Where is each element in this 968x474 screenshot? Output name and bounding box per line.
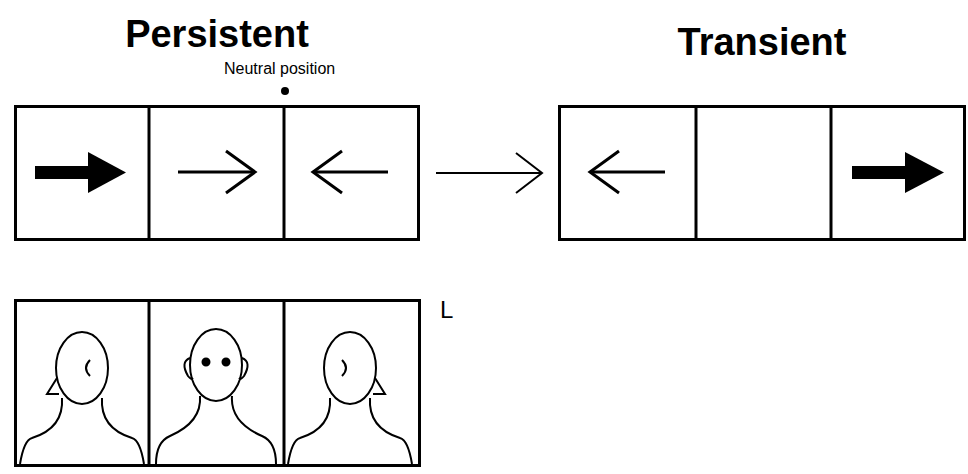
head-strip xyxy=(16,301,420,466)
cell-divider xyxy=(148,105,151,240)
thin-arrow xyxy=(590,151,665,193)
cell-strip: Persistent xyxy=(14,105,420,241)
strip-heading: Persistent xyxy=(0,12,457,56)
eye xyxy=(203,359,210,366)
annotation-label: L xyxy=(440,296,453,324)
transition-arrow xyxy=(436,153,542,193)
cell-divider xyxy=(148,300,151,466)
annotation-label: Neutral position xyxy=(224,60,335,78)
eye xyxy=(223,359,230,366)
thin-arrow xyxy=(178,151,255,193)
strip-heading: Transient xyxy=(521,20,968,64)
cell-divider xyxy=(695,105,698,240)
neutral-dot xyxy=(281,87,289,95)
cell-divider xyxy=(283,300,286,466)
head-turned-left xyxy=(20,332,144,464)
cell-divider xyxy=(830,105,833,240)
cell-divider xyxy=(283,105,286,240)
thick-arrow xyxy=(35,152,126,193)
thin-arrow xyxy=(313,151,388,193)
thick-arrow xyxy=(852,152,944,193)
head-turned-right xyxy=(288,332,412,464)
head-front xyxy=(156,329,276,464)
cell-strip: Transient xyxy=(558,105,966,241)
